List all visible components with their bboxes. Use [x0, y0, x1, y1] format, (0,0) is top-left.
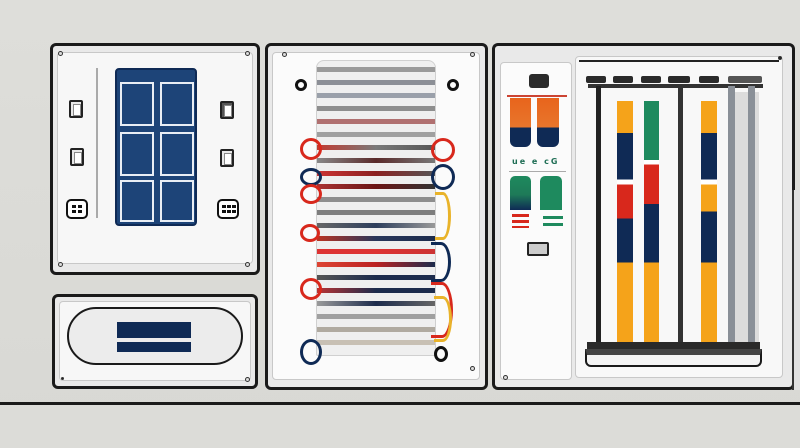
floor-line [0, 402, 800, 405]
clamp-top [613, 76, 633, 83]
screw [61, 377, 64, 380]
cable-loop [300, 339, 322, 365]
keypad-icon[interactable] [217, 199, 239, 219]
label-underline [509, 171, 566, 172]
green-indicator-lines [543, 216, 563, 228]
clamp-top [699, 76, 719, 83]
gauge-cap-bar [507, 95, 567, 97]
screw [470, 366, 475, 371]
heat-exchanger-panel [265, 43, 488, 390]
battery-strip [617, 101, 633, 346]
screw [245, 377, 250, 382]
rack-rod [678, 86, 683, 356]
top-bar [588, 84, 763, 88]
clamp-top [641, 76, 661, 83]
screw [245, 262, 250, 267]
battery-gauge [537, 98, 559, 147]
cable-loop [435, 192, 451, 240]
solar-cell-grid [115, 68, 197, 226]
red-indicator-lines [512, 214, 529, 228]
screw [470, 52, 475, 57]
toggle-switch[interactable] [69, 100, 83, 118]
screw [58, 51, 63, 56]
rack-top-rail [579, 60, 779, 62]
cable-loop [300, 138, 322, 160]
battery-gauge [510, 176, 531, 210]
cable-loop [431, 138, 455, 162]
display-window [67, 307, 243, 365]
cable-loop [300, 278, 322, 300]
battery-rack-panel [573, 43, 795, 390]
battery-gauge [540, 176, 562, 210]
solar-cell [160, 82, 194, 126]
solar-cell [120, 132, 154, 176]
display-bar-bottom [117, 342, 191, 352]
cable-loop [434, 346, 448, 362]
toggle-switch[interactable] [220, 149, 234, 167]
screw [778, 56, 782, 60]
clamp-top [728, 76, 762, 83]
battery-gauge [510, 98, 531, 147]
toggle-switch[interactable] [70, 148, 84, 166]
keypad-icon[interactable] [66, 199, 88, 219]
adjacent-cabinet-edge [792, 190, 800, 390]
screw [282, 52, 287, 57]
gauge-label: ue e cG [512, 157, 560, 166]
battery-indicator-panel: ue e cG [492, 43, 576, 390]
screw [503, 375, 508, 380]
solar-cell [160, 180, 194, 222]
cable-loop [300, 184, 322, 204]
bottom-clamp-bar [587, 342, 760, 349]
toggle-switch[interactable] [220, 101, 234, 119]
solar-cell [160, 132, 194, 176]
rack-rod [728, 86, 735, 356]
solar-cell [120, 82, 154, 126]
screw [58, 262, 63, 267]
battery-strip [701, 101, 717, 346]
solar-control-panel [50, 43, 260, 275]
cable-loop [300, 224, 320, 242]
cable-loop [431, 164, 455, 190]
hanger-clip [295, 79, 307, 91]
hanger-clip [447, 79, 459, 91]
divider [96, 68, 98, 218]
reset-button[interactable] [527, 242, 549, 256]
display-drawer [52, 294, 258, 389]
floor [0, 405, 800, 448]
battery-strip [644, 101, 659, 346]
solar-cell [120, 180, 154, 222]
screw [245, 51, 250, 56]
clamp-top [668, 76, 690, 83]
rack-rod [596, 86, 601, 356]
bottom-tray [585, 349, 762, 367]
status-lamp [529, 74, 549, 88]
display-bar-top [117, 322, 191, 338]
cable-loop [434, 296, 452, 342]
rack-rod [748, 86, 755, 356]
radiator-fins [316, 60, 436, 356]
cable-loop [431, 242, 451, 282]
clamp-top [586, 76, 606, 83]
